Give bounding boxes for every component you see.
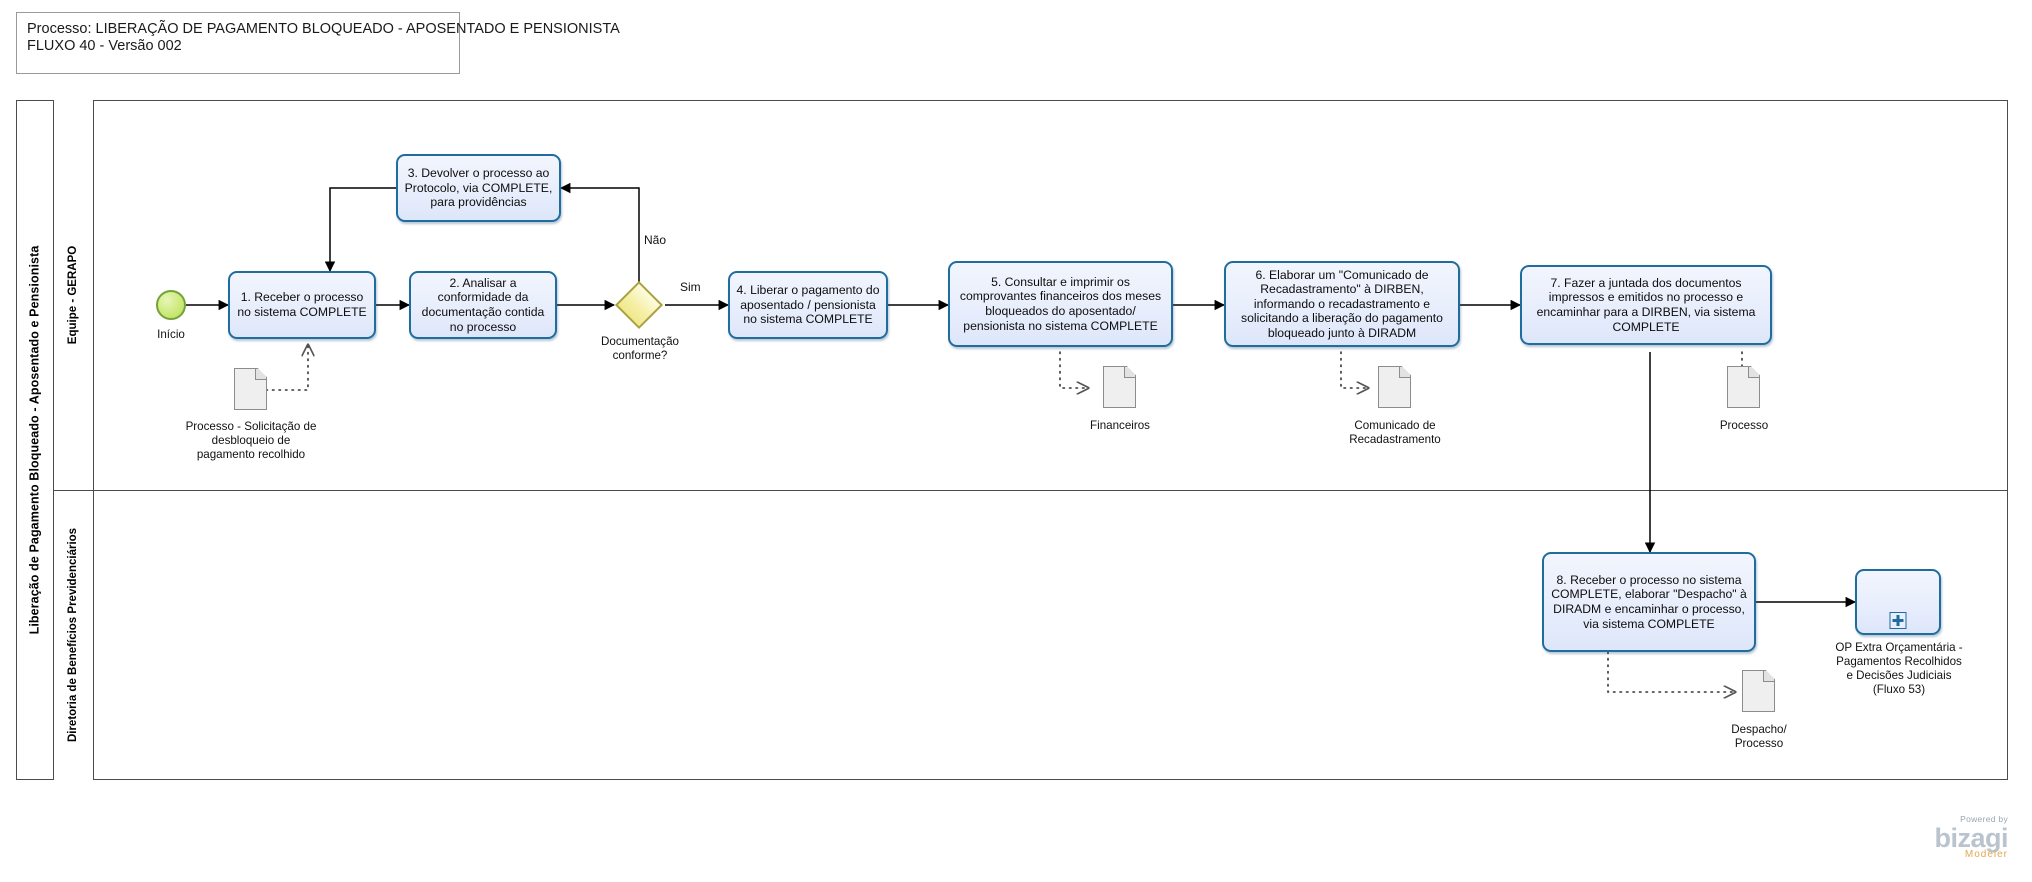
process-title-box: Processo: LIBERAÇÃO DE PAGAMENTO BLOQUEA… bbox=[16, 12, 620, 74]
bizagi-product-name: Modeler bbox=[1964, 849, 2008, 860]
task-4[interactable]: 4. Liberar o pagamento do aposentado / p… bbox=[728, 271, 888, 339]
bizagi-wordmark: bizagi bbox=[1934, 823, 2008, 853]
data-object-fold-icon bbox=[255, 369, 266, 380]
process-title-line-1: Processo: LIBERAÇÃO DE PAGAMENTO BLOQUEA… bbox=[27, 21, 620, 37]
task-5[interactable]: 5. Consultar e imprimir os comprovantes … bbox=[948, 261, 1173, 347]
data-object-1-label: Processo - Solicitação de desbloqueio de… bbox=[185, 420, 317, 461]
subprocess-op-extra-orcamentaria[interactable] bbox=[1855, 569, 1941, 635]
data-object-2-label: Financeiros bbox=[1090, 419, 1150, 432]
lane-label-diretoria-beneficios: Diretoria de Benefícios Previdenciários bbox=[54, 490, 94, 780]
data-object-5-label: Despacho/ Processo bbox=[1731, 723, 1787, 750]
task-2-label: 2. Analisar a conformidade da documentaç… bbox=[421, 275, 545, 334]
pool-label: Liberação de Pagamento Bloqueado - Apose… bbox=[16, 100, 54, 780]
subprocess-plus-icon bbox=[1889, 612, 1907, 629]
task-3-label: 3. Devolver o processo ao Protocolo, via… bbox=[404, 166, 553, 210]
gateway-flow-label-nao: Não bbox=[644, 233, 667, 247]
task-7-label: 7. Fazer a juntada dos documentos impres… bbox=[1536, 275, 1756, 334]
task-7[interactable]: 7. Fazer a juntada dos documentos impres… bbox=[1520, 265, 1772, 345]
data-object-5-icon[interactable] bbox=[1742, 670, 1775, 712]
subprocess-label: OP Extra Orçamentária - Pagamentos Recol… bbox=[1835, 641, 1963, 696]
start-event-icon[interactable] bbox=[156, 290, 186, 320]
bizagi-branding: Powered by bizagi Modeler bbox=[1934, 814, 2008, 860]
gateway-label: Documentação conforme? bbox=[601, 335, 679, 362]
data-object-3-icon[interactable] bbox=[1378, 366, 1411, 408]
data-object-fold-icon bbox=[1763, 671, 1774, 682]
task-6-label: 6. Elaborar um "Comunicado de Recadastra… bbox=[1241, 267, 1443, 340]
task-5-label: 5. Consultar e imprimir os comprovantes … bbox=[959, 274, 1162, 333]
data-object-fold-icon bbox=[1748, 367, 1759, 378]
task-3[interactable]: 3. Devolver o processo ao Protocolo, via… bbox=[396, 154, 561, 222]
data-object-4-icon[interactable] bbox=[1727, 366, 1760, 408]
lane-2-label-text: Diretoria de Benefícios Previdenciários bbox=[67, 527, 80, 743]
lane-divider bbox=[54, 490, 2008, 491]
data-object-2-icon[interactable] bbox=[1103, 366, 1136, 408]
task-4-label: 4. Liberar o pagamento do aposentado / p… bbox=[736, 283, 880, 327]
lane-label-equipe-gerapo: Equipe - GERAPO bbox=[54, 100, 94, 490]
data-object-3-label: Comunicado de Recadastramento bbox=[1349, 419, 1441, 446]
data-object-1-icon[interactable] bbox=[234, 368, 267, 410]
process-title-line-2: FLUXO 40 - Versão 002 bbox=[27, 38, 182, 54]
task-8-label: 8. Receber o processo no sistema COMPLET… bbox=[1551, 572, 1747, 631]
data-object-fold-icon bbox=[1124, 367, 1135, 378]
bizagi-powered-by-text: Powered by bbox=[1960, 814, 2008, 824]
pool-label-text: Liberação de Pagamento Bloqueado - Apose… bbox=[27, 245, 42, 635]
start-event-label: Início bbox=[157, 328, 185, 341]
task-1[interactable]: 1. Receber o processo no sistema COMPLET… bbox=[228, 271, 376, 339]
task-6[interactable]: 6. Elaborar um "Comunicado de Recadastra… bbox=[1224, 261, 1460, 347]
data-object-4-label: Processo bbox=[1719, 419, 1769, 432]
task-1-label: 1. Receber o processo no sistema COMPLET… bbox=[237, 290, 367, 319]
lane-1-label-text: Equipe - GERAPO bbox=[67, 245, 80, 345]
data-object-fold-icon bbox=[1399, 367, 1410, 378]
task-2[interactable]: 2. Analisar a conformidade da documentaç… bbox=[409, 271, 557, 339]
task-8[interactable]: 8. Receber o processo no sistema COMPLET… bbox=[1542, 552, 1756, 652]
gateway-flow-label-sim: Sim bbox=[680, 280, 701, 294]
